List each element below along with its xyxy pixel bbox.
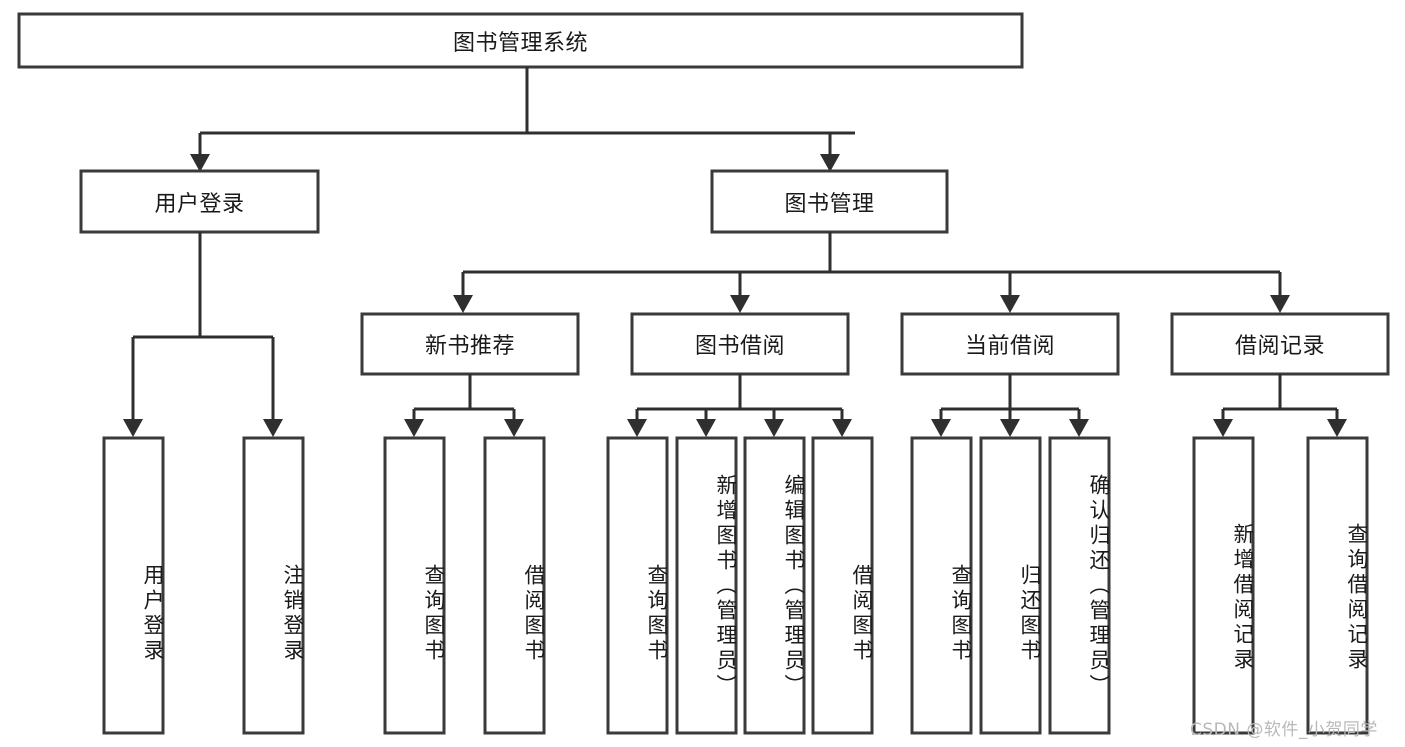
connector-book-borrow-to-leaves xyxy=(627,374,852,437)
connector-new-book-recommend-to-leaves xyxy=(404,374,524,437)
node-box-new-book-recommend[interactable] xyxy=(360,312,580,376)
connector-root-to-level2 xyxy=(190,67,855,172)
leaf-box-query-borrow-record[interactable] xyxy=(1306,436,1369,735)
leaf-box-add-book-admin[interactable] xyxy=(675,436,738,735)
leaf-box-query-book-3[interactable] xyxy=(910,436,973,735)
node-box-current-borrow[interactable] xyxy=(900,312,1120,376)
connector-borrow-record-to-leaves xyxy=(1213,374,1347,437)
leaf-box-borrow-book-1[interactable] xyxy=(483,436,546,735)
leaf-box-add-borrow-record[interactable] xyxy=(1192,436,1255,735)
node-box-book-management[interactable] xyxy=(710,169,949,234)
connector-user-login-to-leaves xyxy=(123,232,283,437)
leaf-box-edit-book-admin[interactable] xyxy=(743,436,806,735)
node-box-book-borrow[interactable] xyxy=(630,312,850,376)
node-box-root[interactable] xyxy=(17,12,1024,69)
leaf-box-query-book-2[interactable] xyxy=(606,436,669,735)
leaf-box-borrow-book-2[interactable] xyxy=(811,436,874,735)
leaf-box-logout-login[interactable] xyxy=(242,436,305,735)
node-box-borrow-record[interactable] xyxy=(1170,312,1390,376)
leaf-box-return-book[interactable] xyxy=(979,436,1042,735)
leaf-box-confirm-return-admin[interactable] xyxy=(1048,436,1111,735)
node-box-user-login[interactable] xyxy=(79,169,320,234)
leaf-box-user-login[interactable] xyxy=(102,436,165,735)
connector-book-management-to-level3 xyxy=(453,232,1290,313)
connector-current-borrow-to-leaves xyxy=(931,374,1089,437)
leaf-box-query-book-1[interactable] xyxy=(383,436,446,735)
